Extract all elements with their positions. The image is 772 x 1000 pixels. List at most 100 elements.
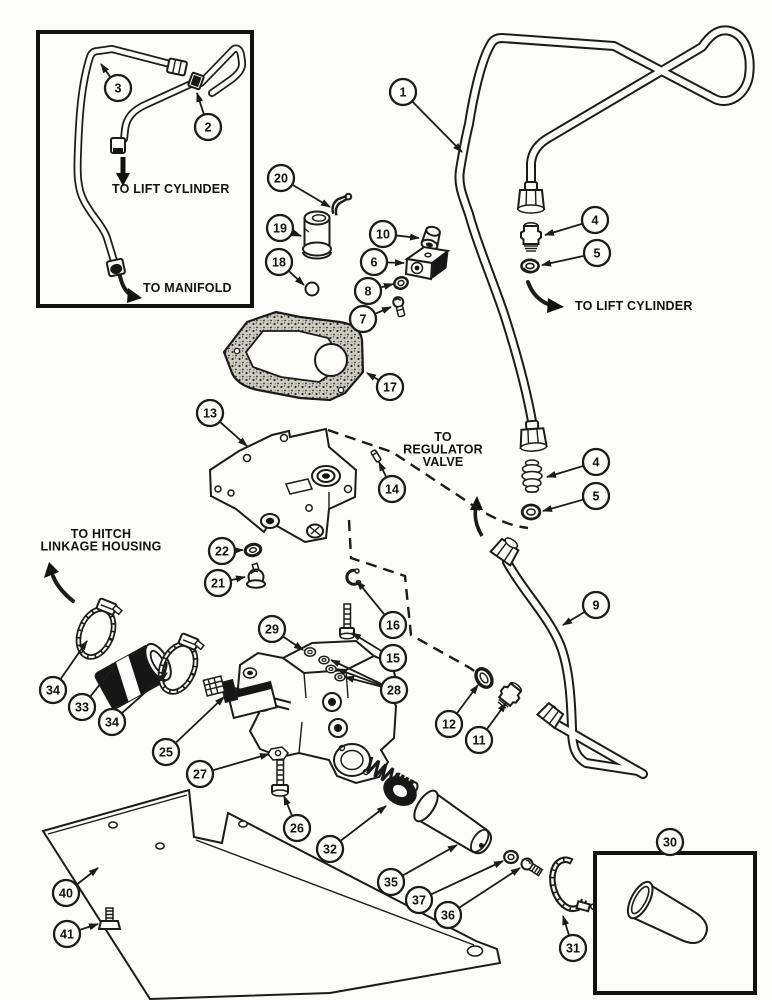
callout-circle xyxy=(378,643,408,673)
callout-21-leader xyxy=(231,575,246,583)
part-oring-12 xyxy=(474,667,494,689)
part-spool-25 xyxy=(202,675,292,720)
callout-number: 19 xyxy=(273,222,287,236)
callout-circle xyxy=(203,568,233,598)
callout-22: 22 xyxy=(207,536,237,566)
callout-circle xyxy=(195,398,225,428)
callout-4-leader xyxy=(546,465,583,478)
part-screw-36 xyxy=(520,857,544,877)
callout-28-leader xyxy=(344,675,381,688)
callout-circle xyxy=(359,247,389,277)
callout-3-leader xyxy=(100,63,111,78)
part-plate-40 xyxy=(41,788,502,1000)
part-valve-cover-13 xyxy=(208,427,358,544)
part-cotter-pin-20 xyxy=(331,192,353,216)
callout-25: 25 xyxy=(151,737,181,767)
part-poppet-7 xyxy=(392,296,406,318)
callout-5: 5 xyxy=(582,238,612,268)
callout-circle xyxy=(97,707,127,737)
part-flare-nut-a xyxy=(516,181,546,214)
callout-37: 37 xyxy=(404,885,434,915)
callout-number: 22 xyxy=(215,545,229,559)
callout-circle xyxy=(375,372,405,402)
callout-37-leader xyxy=(431,860,504,895)
callout-13: 13 xyxy=(195,398,225,428)
callout-number: 35 xyxy=(384,876,398,890)
callout-circle xyxy=(266,163,296,193)
callout-9-leader xyxy=(562,611,585,626)
callout-circle xyxy=(264,247,294,277)
callout-32: 32 xyxy=(315,834,345,864)
callout-27-leader xyxy=(213,753,270,771)
callout-34: 34 xyxy=(38,675,68,705)
callout-number: 41 xyxy=(60,928,74,942)
callout-circle xyxy=(434,709,464,739)
callout-number: 33 xyxy=(75,701,89,715)
callout-11: 11 xyxy=(464,725,494,755)
part-fitting-nut-mid xyxy=(166,57,188,77)
part-flare-nut-b xyxy=(519,419,548,452)
callout-number: 29 xyxy=(265,623,279,637)
part-plug-19 xyxy=(302,210,332,260)
regulator-arrow-icon xyxy=(470,496,484,537)
callout-32-leader xyxy=(340,805,387,842)
callout-18: 18 xyxy=(264,247,294,277)
part-oring-5-lower xyxy=(520,503,542,521)
callout-15: 15 xyxy=(378,643,408,673)
callout-20: 20 xyxy=(266,163,296,193)
callout-41: 41 xyxy=(52,919,82,949)
callout-6-leader xyxy=(387,259,405,267)
callout-number: 4 xyxy=(592,214,599,228)
callout-27: 27 xyxy=(185,759,215,789)
callout-circle xyxy=(265,213,295,243)
callout-1: 1 xyxy=(388,77,418,107)
callout-11-leader xyxy=(486,702,507,730)
callout-35: 35 xyxy=(376,867,406,897)
callout-34-leader xyxy=(121,672,168,714)
callout-25-leader xyxy=(175,696,225,744)
callout-circle xyxy=(185,759,215,789)
part-clamp-34a xyxy=(75,597,123,660)
callout-29-leader xyxy=(283,636,304,651)
callout-circle xyxy=(581,447,611,477)
callout-6: 6 xyxy=(359,247,389,277)
callout-number: 26 xyxy=(290,822,304,836)
callout-33: 33 xyxy=(67,692,97,722)
callout-29: 29 xyxy=(257,614,287,644)
part-fitting-4-upper xyxy=(520,222,542,252)
lift-cylinder-arrow-icon xyxy=(116,157,130,186)
callout-5-leader xyxy=(541,255,584,267)
callout-28-leader xyxy=(336,668,382,687)
callout-number: 3 xyxy=(115,82,122,96)
part-plug-21 xyxy=(246,562,266,589)
callout-number: 2 xyxy=(205,121,212,135)
callout-40-leader xyxy=(76,867,99,886)
callout-circle xyxy=(193,112,223,142)
callout-number: 36 xyxy=(441,909,455,923)
callout-9: 9 xyxy=(581,590,611,620)
callout-circle xyxy=(376,867,406,897)
callout-number: 30 xyxy=(663,836,677,850)
callout-28-leader xyxy=(330,659,382,685)
part-flare-nut-lower xyxy=(110,137,126,154)
callout-circle xyxy=(257,614,287,644)
callout-number: 13 xyxy=(203,407,217,421)
callout-number: 20 xyxy=(274,172,288,186)
callout-33-leader xyxy=(89,663,117,697)
part-oring-22 xyxy=(243,542,263,558)
callout-15-leader xyxy=(351,632,382,652)
callout-circle xyxy=(655,827,685,857)
inset-box-border xyxy=(36,30,254,308)
callout-number: 37 xyxy=(412,894,426,908)
callout-14: 14 xyxy=(377,474,407,504)
callout-circle xyxy=(464,725,494,755)
manifold-arrow-icon xyxy=(118,274,142,303)
callout-circle xyxy=(67,692,97,722)
callout-number: 40 xyxy=(59,887,73,901)
callout-number: 11 xyxy=(472,734,485,748)
